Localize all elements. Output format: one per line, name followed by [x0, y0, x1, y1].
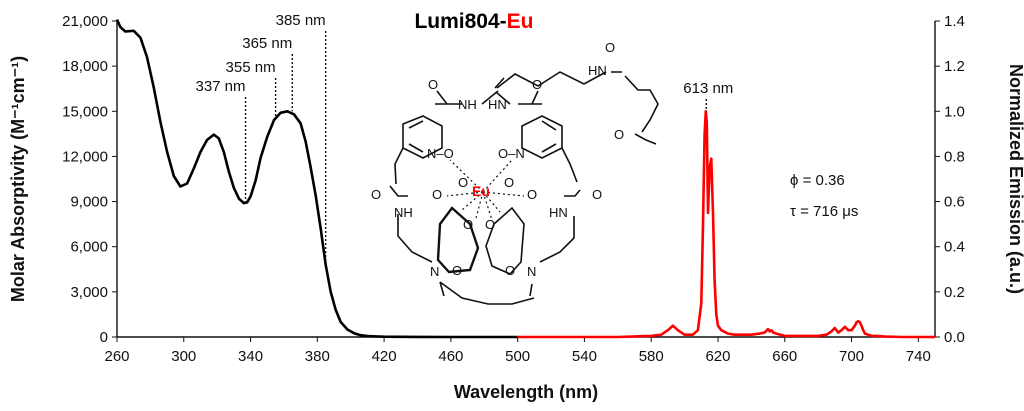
structure-o-inner-right: O — [504, 175, 514, 190]
left-amide-lower — [389, 147, 408, 197]
top-right-amide — [518, 90, 542, 105]
y-right-tick-label: 0.6 — [944, 194, 965, 211]
x-tick-label: 580 — [639, 348, 664, 365]
peak-label: 355 nm — [226, 59, 276, 76]
peak-label: 365 nm — [242, 35, 292, 52]
y-left-tick-label: 15,000 — [62, 103, 108, 120]
y-left-tick-label: 12,000 — [62, 148, 108, 165]
structure-o-top-right: O — [532, 77, 542, 92]
quantum-yield-label: ϕ = 0.36 — [790, 172, 845, 189]
y-right-tick-label: 1.2 — [944, 58, 965, 75]
structure-label-group: NH HN HN O O O O N–O O–N O O O O Eu O O … — [371, 40, 624, 279]
eu-coordination-bonds — [446, 159, 525, 221]
x-tick-label: 260 — [104, 348, 129, 365]
y-left-tick-label: 0 — [100, 329, 108, 346]
x-tick-label: 700 — [839, 348, 864, 365]
peak-label: 385 nm — [276, 12, 326, 29]
left-lower-chain — [397, 214, 433, 263]
right-y-axis-title: Normalized Emission (a.u.) — [1006, 64, 1024, 294]
x-tick-label: 420 — [372, 348, 397, 365]
structure-n-left: N — [430, 264, 439, 279]
x-tick-group: 260 300 340 380 420 460 500 540 580 620 660 700 740 — [104, 337, 931, 365]
acid-chain — [611, 71, 659, 145]
peak-label: 337 nm — [195, 78, 245, 95]
structure-o-right-amide: O — [592, 187, 602, 202]
x-axis-title: Wavelength (nm) — [454, 382, 598, 402]
structure-o-top-left: O — [428, 77, 438, 92]
lifetime-label: τ = 716 μs — [790, 203, 858, 220]
y-left-tick-group: 0 3,000 6,000 9,000 12,000 15,000 18,000 21,000 — [62, 13, 117, 346]
lower-left-pyridinone — [436, 206, 480, 274]
y-right-tick-label: 1.0 — [944, 103, 965, 120]
x-tick-label: 660 — [772, 348, 797, 365]
bottom-linker — [439, 281, 535, 305]
right-pyridinone-ring — [521, 115, 563, 159]
structure-o-left-amide: O — [371, 187, 381, 202]
emission-series-line — [517, 110, 935, 339]
structure-eu: Eu — [472, 183, 490, 199]
x-tick-label: 340 — [238, 348, 263, 365]
structure-o-bottom-right: O — [505, 263, 515, 278]
y-right-tick-label: 0.2 — [944, 284, 965, 301]
right-lower-chain — [539, 216, 575, 263]
y-right-tick-label: 0.0 — [944, 329, 965, 346]
x-tick-label: 620 — [705, 348, 730, 365]
left-y-axis-title: Molar Absorptivity (M⁻¹cm⁻¹) — [8, 56, 28, 302]
y-right-tick-label: 0.8 — [944, 148, 965, 165]
structure-o-inner-left: O — [458, 175, 468, 190]
y-right-tick-group: 0.0 0.2 0.4 0.6 0.8 1.0 1.2 1.4 — [935, 13, 965, 346]
structure-o-acid-bottom: O — [614, 127, 624, 142]
structure-o-n-right: O–N — [498, 146, 525, 161]
structure-nh-top: NH — [458, 97, 477, 112]
y-left-tick-label: 18,000 — [62, 58, 108, 75]
top-left-amide — [435, 90, 462, 105]
structure-hn-top: HN — [488, 97, 507, 112]
y-left-tick-label: 3,000 — [70, 284, 108, 301]
emission-peak-label: 613 nm — [683, 80, 733, 97]
series-layer — [115, 18, 935, 339]
structure-o-lower-mid: O — [485, 217, 495, 232]
y-left-tick-label: 21,000 — [62, 13, 108, 30]
structure-o-acid-top: O — [605, 40, 615, 55]
chart-title: Lumi804-Eu — [414, 10, 533, 33]
structure-o-right-ring: O — [527, 187, 537, 202]
absorption-series-line — [115, 18, 518, 339]
x-tick-label: 380 — [305, 348, 330, 365]
chemical-structure — [389, 71, 659, 305]
y-left-tick-label: 6,000 — [70, 239, 108, 256]
x-tick-label: 540 — [572, 348, 597, 365]
y-right-tick-label: 1.4 — [944, 13, 965, 30]
structure-o-bottom-left: O — [452, 263, 462, 278]
x-tick-label: 300 — [171, 348, 196, 365]
top-linker-chain — [481, 71, 607, 105]
structure-n-o-left: N–O — [427, 146, 454, 161]
y-left-tick-label: 9,000 — [70, 194, 108, 211]
structure-hn-right: HN — [549, 205, 568, 220]
chart-title-prefix: Lumi804- — [414, 10, 506, 33]
x-tick-label: 460 — [438, 348, 463, 365]
x-tick-label: 500 — [505, 348, 530, 365]
structure-nh-left: NH — [394, 205, 413, 220]
x-tick-label: 740 — [906, 348, 931, 365]
structure-hn-acid: HN — [588, 63, 607, 78]
structure-o-lower-left: O — [463, 217, 473, 232]
structure-o-left-ring: O — [432, 187, 442, 202]
lower-right-pyridinone — [485, 206, 525, 275]
structure-n-right: N — [527, 264, 536, 279]
right-amide-lower — [561, 147, 581, 197]
y-right-tick-label: 0.4 — [944, 239, 965, 256]
chart-title-metal: Eu — [507, 10, 534, 33]
annotation-layer: 337 nm 355 nm 365 nm 385 nm 613 nm ϕ = 0.36 τ … — [195, 12, 858, 262]
